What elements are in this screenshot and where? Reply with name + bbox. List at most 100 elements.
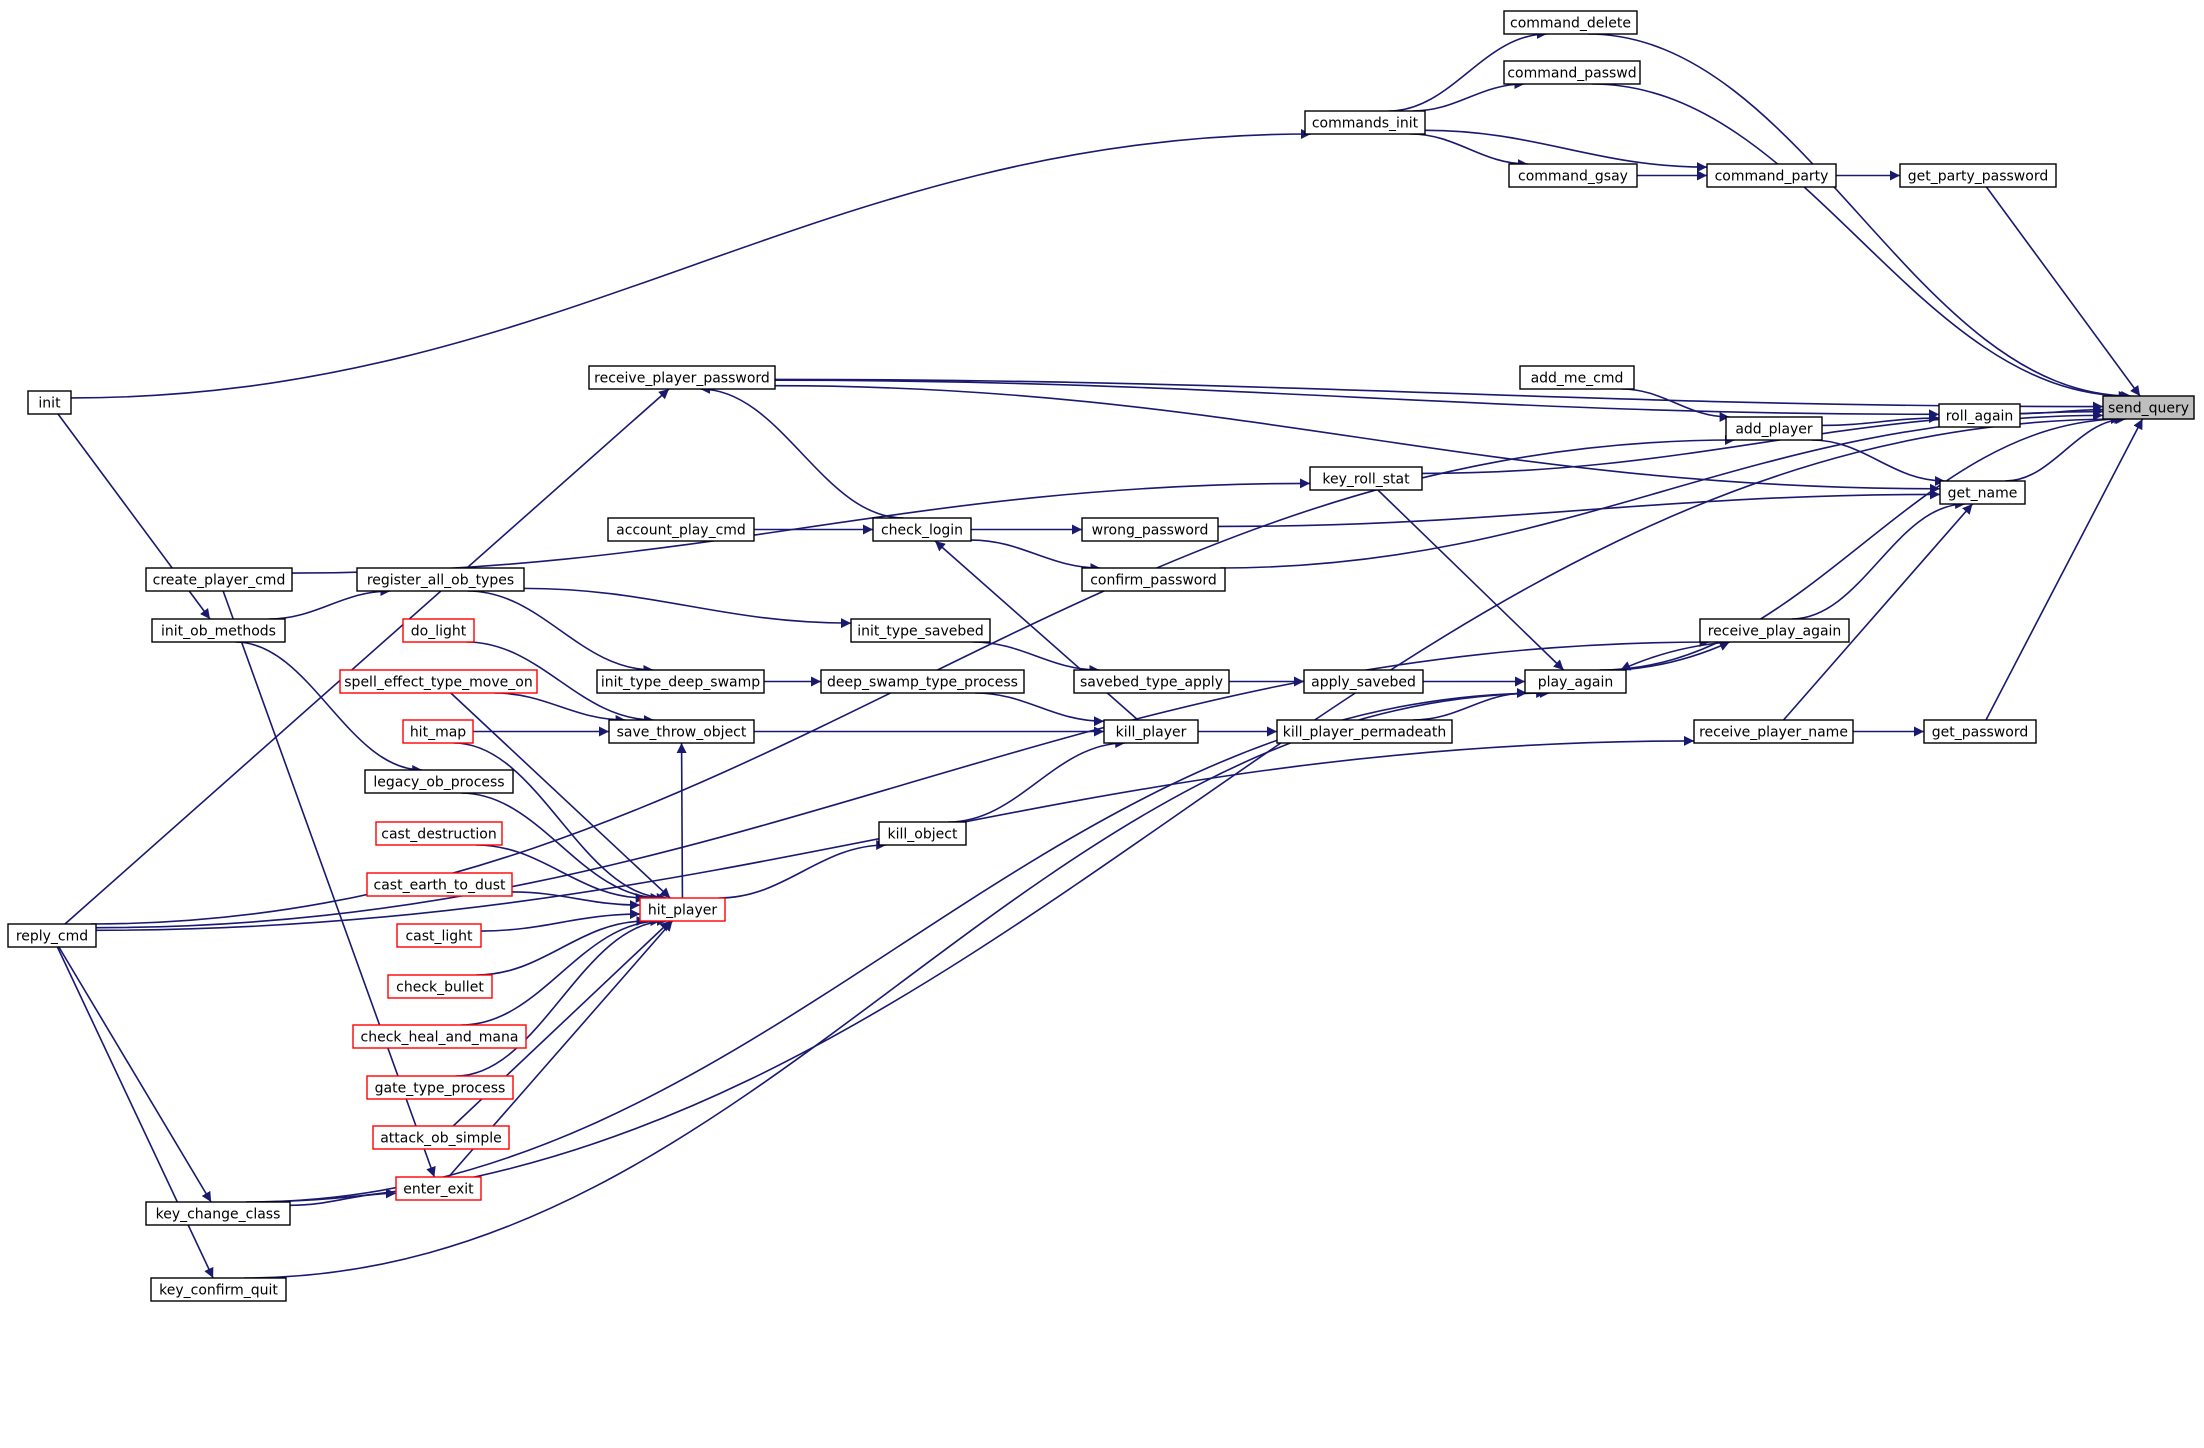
- edge-reply_cmd-to-key_change_class: [58, 946, 212, 1203]
- node-hit-map[interactable]: hit_map: [402, 719, 474, 744]
- node-account-play-cmd[interactable]: account_play_cmd: [607, 517, 755, 542]
- node-get-party-password[interactable]: get_party_password: [1899, 163, 2057, 188]
- node-init-ob-methods[interactable]: init_ob_methods: [151, 618, 286, 643]
- node-box: [1725, 416, 1823, 441]
- edge-wrong_password-to-get_name: [1217, 489, 1941, 528]
- edge-commands_init-to-command_passwd: [1412, 79, 1525, 112]
- node-label: enter_exit: [403, 1182, 474, 1198]
- node-kill-object[interactable]: kill_object: [878, 821, 967, 846]
- node-key-confirm-quit[interactable]: key_confirm_quit: [150, 1277, 287, 1302]
- node-spell-effect-type-move-on[interactable]: spell_effect_type_move_on: [339, 669, 538, 694]
- edge-receive_play_again-to-get_name: [1791, 499, 1966, 620]
- node-label: check_bullet: [396, 980, 484, 996]
- edge-check_login-to-confirm_password: [970, 539, 1101, 573]
- node-apply-savebed[interactable]: apply_savebed: [1303, 669, 1424, 694]
- node-cast-earth-to-dust[interactable]: cast_earth_to_dust: [366, 872, 513, 897]
- node-label: get_password: [1932, 725, 2028, 741]
- node-box: [1508, 163, 1638, 188]
- node-do-light[interactable]: do_light: [402, 618, 475, 643]
- node-legacy-ob-process[interactable]: legacy_ob_process: [364, 769, 514, 794]
- node-create-player-cmd[interactable]: create_player_cmd: [145, 567, 293, 592]
- edge-add_player-to-roll_again: [1821, 413, 1940, 427]
- node-label: receive_player_password: [594, 371, 770, 387]
- node-enter-exit[interactable]: enter_exit: [395, 1176, 482, 1201]
- node-box: [588, 365, 776, 390]
- edge-play_again-to-send_query: [1599, 414, 2125, 671]
- node-play-again[interactable]: play_again: [1524, 669, 1627, 694]
- node-label: save_throw_object: [617, 725, 747, 741]
- node-box: [1519, 365, 1635, 390]
- node-kill-player[interactable]: kill_player: [1103, 719, 1199, 744]
- node-box: [607, 517, 755, 542]
- node-label: create_player_cmd: [153, 573, 286, 589]
- node-box: [27, 390, 72, 415]
- node-box: [1503, 10, 1638, 35]
- node-label: confirm_password: [1090, 573, 1217, 589]
- node-receive-play-again[interactable]: receive_play_again: [1699, 618, 1850, 643]
- node-deep-swamp-type-process[interactable]: deep_swamp_type_process: [820, 669, 1025, 694]
- node-check-heal-and-mana[interactable]: check_heal_and_mana: [352, 1024, 527, 1049]
- node-hit-player[interactable]: hit_player: [639, 897, 726, 922]
- node-command-party[interactable]: command_party: [1706, 163, 1837, 188]
- edge-hit_player-to-save_throw_object: [676, 742, 687, 899]
- node-gate-type-process[interactable]: gate_type_process: [366, 1075, 514, 1100]
- node-add-me-cmd[interactable]: add_me_cmd: [1519, 365, 1635, 390]
- node-box: [356, 567, 525, 592]
- node-box: [7, 923, 97, 948]
- node-check-bullet[interactable]: check_bullet: [387, 974, 493, 999]
- node-box: [1309, 466, 1423, 491]
- node-box: [375, 821, 503, 846]
- node-init-type-savebed[interactable]: init_type_savebed: [850, 618, 991, 643]
- edge-spell_effect_type_move_on-to-save_throw_object: [494, 692, 626, 725]
- node-send-query: send_query: [2102, 395, 2195, 420]
- edge-receive_player_password-to-get_name: [774, 384, 1941, 494]
- node-savebed-type-apply[interactable]: savebed_type_apply: [1073, 669, 1230, 694]
- node-label: add_player: [1735, 422, 1813, 438]
- node-commands-init[interactable]: commands_init: [1304, 110, 1426, 135]
- node-receive-player-name[interactable]: receive_player_name: [1693, 719, 1854, 744]
- node-attack-ob-simple[interactable]: attack_ob_simple: [372, 1125, 510, 1150]
- node-box: [1503, 60, 1641, 85]
- node-box: [1699, 618, 1850, 643]
- node-roll-again[interactable]: roll_again: [1938, 403, 2021, 428]
- node-add-player[interactable]: add_player: [1725, 416, 1823, 441]
- edge-commands_init-to-command_delete: [1388, 29, 1547, 112]
- node-box: [639, 897, 726, 922]
- edge-register_all_ob_types-to-init_type_deep_swamp: [467, 590, 654, 675]
- node-confirm-password[interactable]: confirm_password: [1081, 567, 1226, 592]
- edge-init_type_savebed-to-savebed_type_apply: [972, 641, 1100, 675]
- node-box: [1073, 669, 1230, 694]
- node-label: play_again: [1538, 675, 1613, 691]
- node-cast-light[interactable]: cast_light: [396, 923, 482, 948]
- node-reply-cmd[interactable]: reply_cmd: [7, 923, 97, 948]
- node-label: hit_map: [410, 725, 466, 741]
- node-key-roll-stat[interactable]: key_roll_stat: [1309, 466, 1423, 491]
- node-label: init_ob_methods: [161, 624, 276, 640]
- edge-key_roll_stat-to-play_again: [1377, 489, 1565, 671]
- node-box: [1899, 163, 2057, 188]
- node-box: [820, 669, 1025, 694]
- node-command-delete[interactable]: command_delete: [1503, 10, 1638, 35]
- node-get-name[interactable]: get_name: [1939, 480, 2026, 505]
- node-receive-player-password[interactable]: receive_player_password: [588, 365, 776, 390]
- node-cast-destruction[interactable]: cast_destruction: [375, 821, 503, 846]
- edge-do_light-to-save_throw_object: [466, 641, 654, 725]
- node-check-login[interactable]: check_login: [872, 517, 972, 542]
- node-command-gsay[interactable]: command_gsay: [1508, 163, 1638, 188]
- node-init[interactable]: init: [27, 390, 72, 415]
- node-register-all-ob-types[interactable]: register_all_ob_types: [356, 567, 525, 592]
- node-box: [1303, 669, 1424, 694]
- node-kill-player-permadeath[interactable]: kill_player_permadeath: [1276, 719, 1453, 744]
- node-label: key_change_class: [156, 1207, 281, 1223]
- node-label: check_login: [881, 523, 963, 539]
- node-wrong-password[interactable]: wrong_password: [1081, 517, 1219, 542]
- node-init-type-deep-swamp[interactable]: init_type_deep_swamp: [596, 669, 765, 694]
- node-save-throw-object[interactable]: save_throw_object: [608, 719, 755, 744]
- node-label: key_roll_stat: [1322, 472, 1410, 488]
- node-label: key_confirm_quit: [159, 1283, 278, 1299]
- node-key-change-class[interactable]: key_change_class: [145, 1201, 291, 1226]
- edge-deep_swamp_type_process-to-kill_player: [975, 692, 1105, 727]
- node-get-password[interactable]: get_password: [1923, 719, 2037, 744]
- node-command-passwd[interactable]: command_passwd: [1503, 60, 1641, 85]
